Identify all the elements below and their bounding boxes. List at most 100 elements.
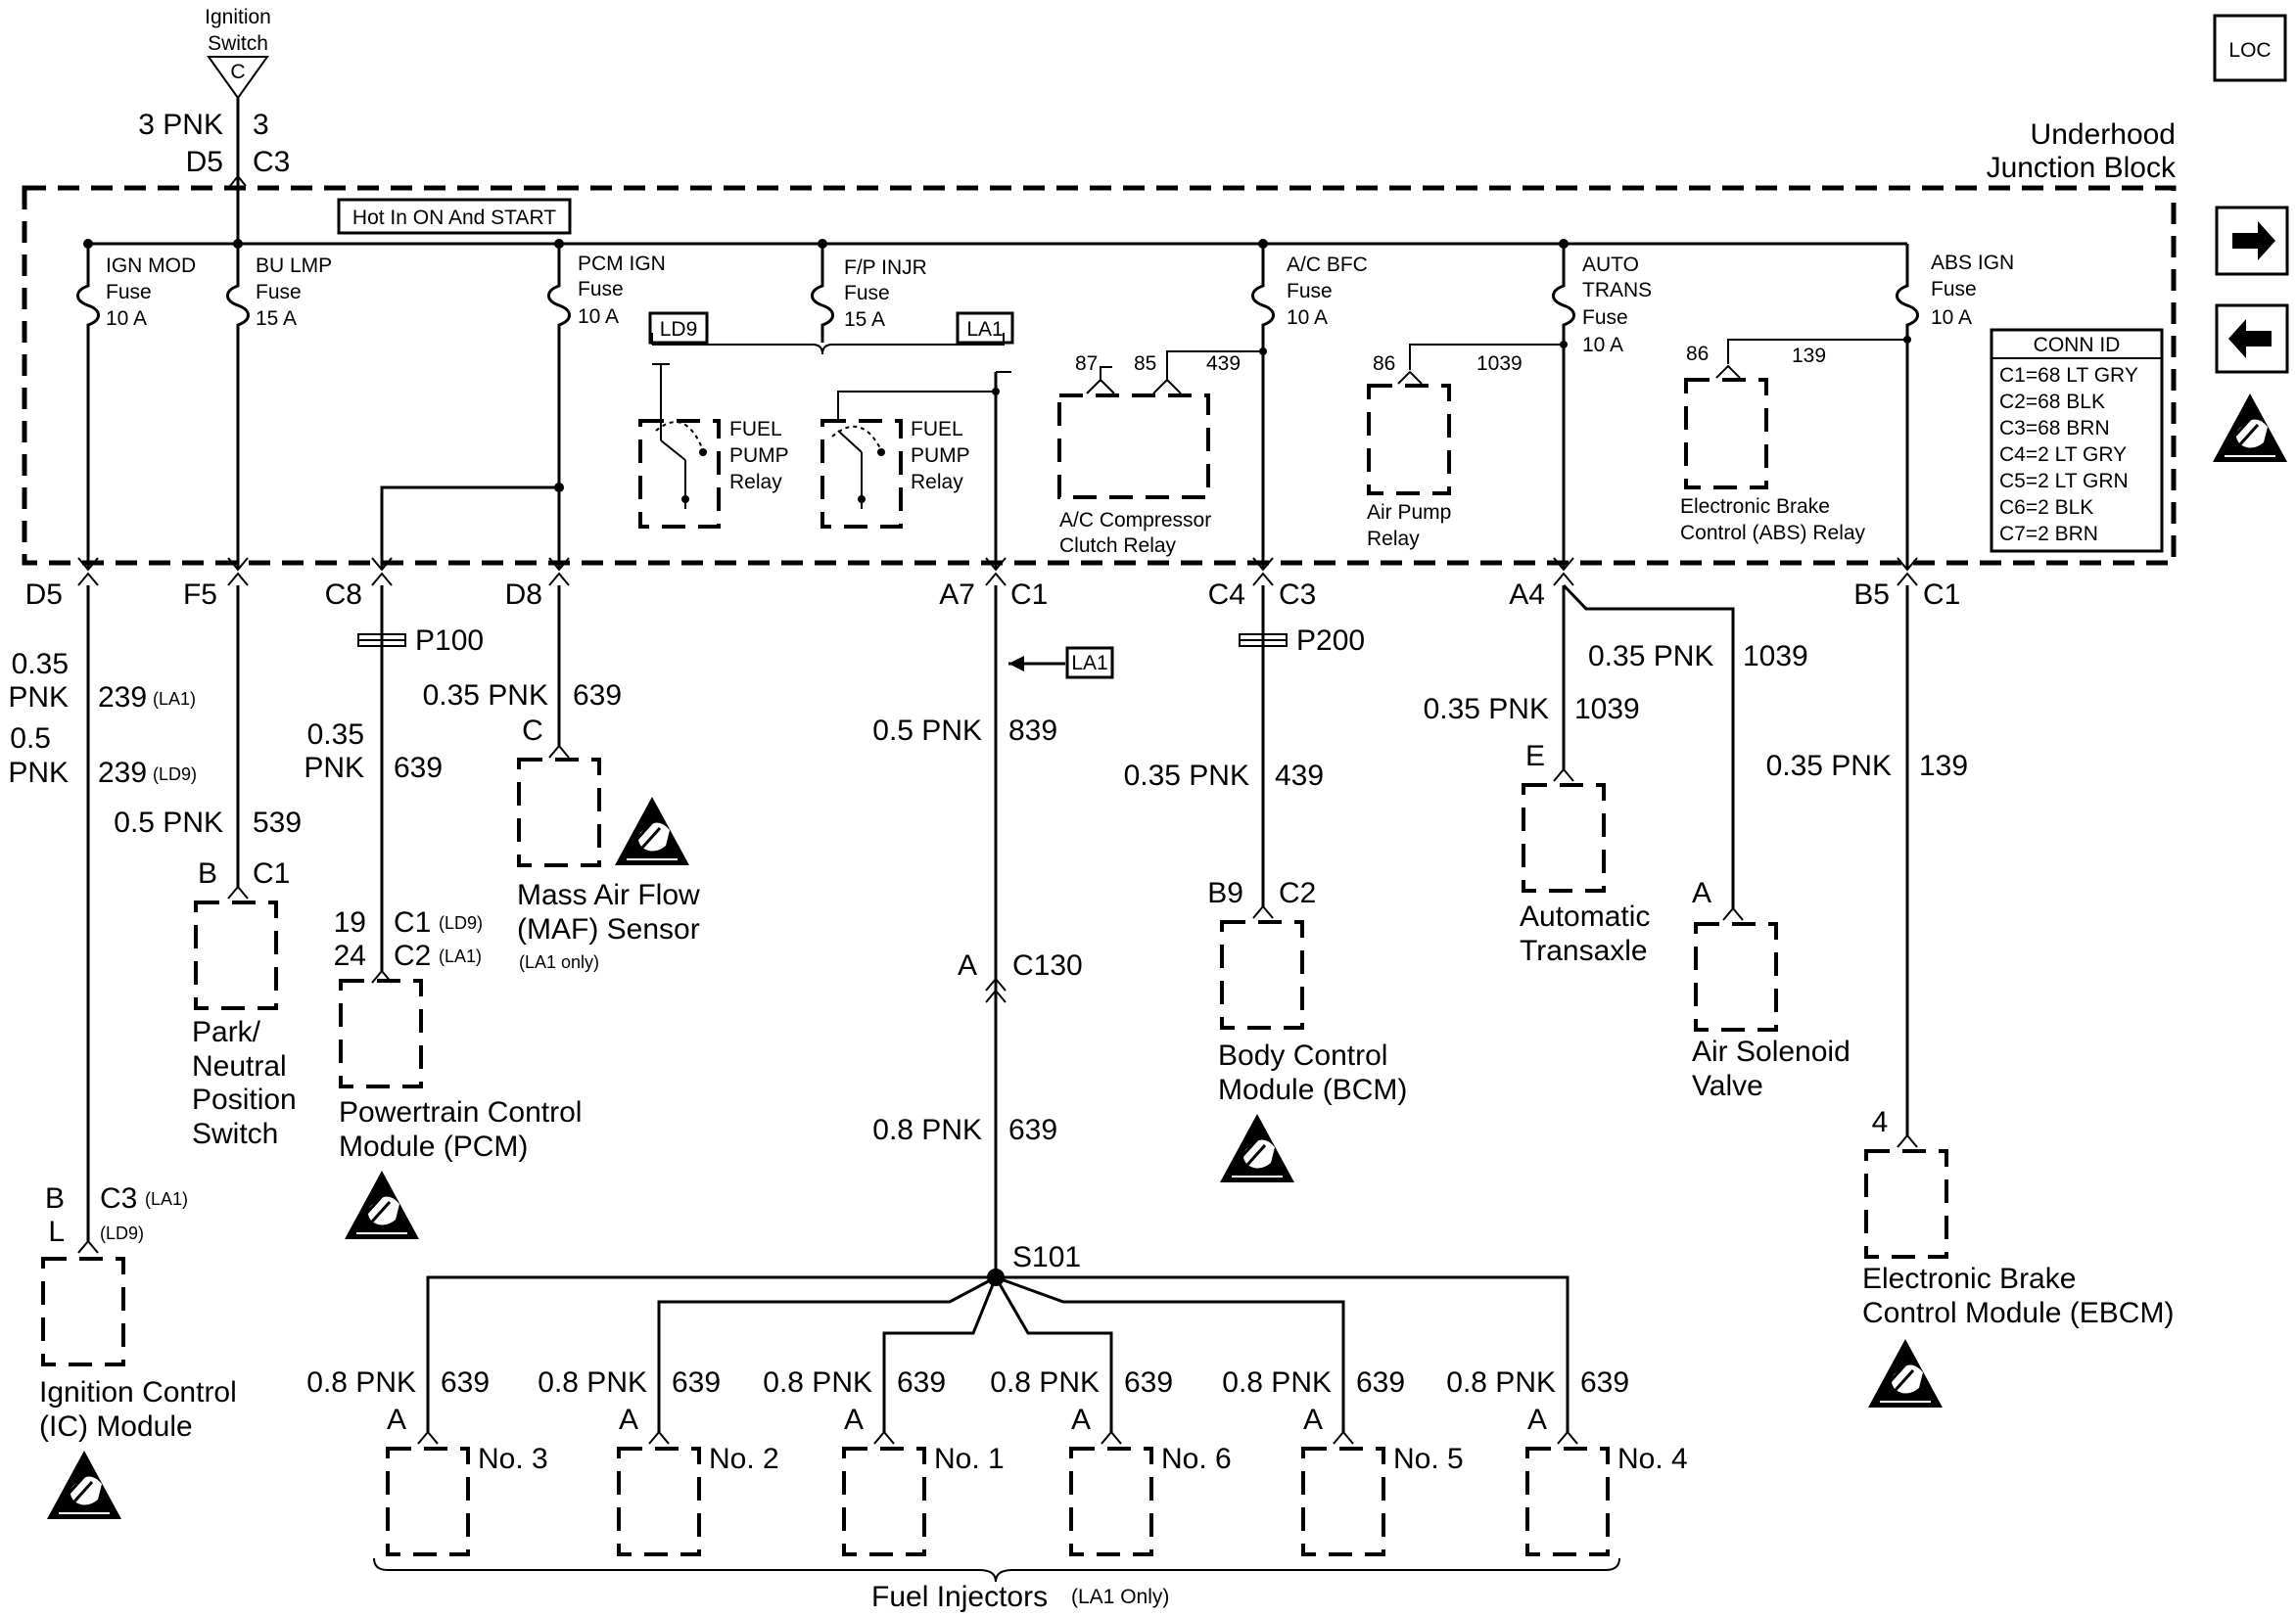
svg-text:F/P INJR: F/P INJR — [844, 256, 927, 279]
svg-text:0.5 PNK: 0.5 PNK — [872, 715, 982, 747]
svg-text:Valve: Valve — [1692, 1070, 1763, 1102]
svg-text:No. 2: No. 2 — [709, 1443, 779, 1475]
ignition-switch-symbol — [207, 56, 269, 100]
svg-text:10 A: 10 A — [1582, 334, 1623, 356]
svg-text:4: 4 — [1872, 1106, 1889, 1138]
svg-text:Relay: Relay — [729, 471, 782, 493]
fuse-abs-ign: ABS IGN Fuse 10 A — [1896, 244, 2014, 570]
svg-text:439: 439 — [1275, 760, 1324, 792]
air-solenoid-valve — [1694, 922, 1778, 1032]
svg-text:(LD9): (LD9) — [439, 913, 483, 933]
svg-text:0.8 PNK: 0.8 PNK — [872, 1114, 982, 1146]
loc-icon[interactable]: LOC — [2213, 14, 2287, 82]
svg-text:PUMP: PUMP — [911, 444, 970, 467]
svg-text:Control Module (EBCM): Control Module (EBCM) — [1862, 1297, 2174, 1329]
svg-text:BU LMP: BU LMP — [256, 254, 332, 277]
svg-text:Automatic: Automatic — [1520, 901, 1650, 933]
injector-no4: 0.8 PNK 639 A No. 4 — [1446, 1366, 1688, 1556]
svg-text:Ignition Control: Ignition Control — [39, 1376, 237, 1409]
svg-text:Module (BCM): Module (BCM) — [1218, 1074, 1407, 1106]
fuse-auto-trans: AUTO TRANS Fuse 10 A — [1552, 239, 1652, 570]
svg-text:639: 639 — [1008, 1114, 1057, 1146]
svg-text:C2: C2 — [1279, 877, 1316, 909]
pin-a4: A4 — [1509, 578, 1545, 611]
svg-text:239: 239 — [98, 681, 147, 714]
svg-text:Fuse: Fuse — [844, 282, 890, 304]
ebcm-module — [1864, 1149, 1948, 1259]
svg-text:(LD9): (LD9) — [100, 1224, 144, 1243]
svg-text:Fuse: Fuse — [1582, 306, 1628, 329]
svg-text:639: 639 — [573, 679, 622, 712]
pin-c4: C4 — [1208, 578, 1245, 611]
conn-id-title: CONN ID — [2034, 334, 2121, 356]
next-page-button[interactable] — [2215, 206, 2289, 276]
svg-text:0.8 PNK: 0.8 PNK — [1446, 1366, 1556, 1399]
injector-no1: 0.8 PNK 639 A No. 1 — [763, 1366, 1005, 1556]
svg-text:Fuse: Fuse — [256, 281, 302, 303]
pin-f5: F5 — [183, 578, 217, 611]
svg-text:0.35 PNK: 0.35 PNK — [1124, 760, 1249, 792]
svg-text:639: 639 — [897, 1366, 946, 1399]
svg-text:Relay: Relay — [1367, 528, 1420, 550]
svg-text:639: 639 — [394, 752, 443, 784]
pin-c3: C3 — [1279, 578, 1316, 611]
svg-text:0.8 PNK: 0.8 PNK — [538, 1366, 647, 1399]
svg-text:P100: P100 — [415, 624, 484, 657]
esd-sensitive-icon — [613, 795, 691, 867]
svg-text:85: 85 — [1134, 352, 1156, 375]
svg-text:Relay: Relay — [911, 471, 963, 493]
ignition-switch-letter: C — [230, 61, 245, 83]
svg-text:15 A: 15 A — [256, 307, 297, 330]
junction-block-title-2: Junction Block — [1987, 152, 2177, 184]
svg-text:Powertrain Control: Powertrain Control — [339, 1096, 582, 1129]
svg-text:10 A: 10 A — [1287, 306, 1328, 329]
svg-text:Mass Air Flow: Mass Air Flow — [517, 879, 700, 911]
svg-text:Electronic Brake: Electronic Brake — [1862, 1263, 2076, 1295]
svg-text:Body Control: Body Control — [1218, 1040, 1387, 1072]
svg-text:No. 4: No. 4 — [1617, 1443, 1688, 1475]
junction-block-title-1: Underhood — [2031, 118, 2176, 151]
pin-b5: B5 — [1853, 578, 1890, 611]
conn-id-row: C5=2 LT GRN — [1999, 470, 2129, 492]
svg-text:A: A — [844, 1404, 864, 1436]
svg-text:(LA1): (LA1) — [153, 689, 196, 709]
svg-text:139: 139 — [1792, 345, 1826, 367]
svg-text:Fuse: Fuse — [578, 278, 624, 300]
ic-module — [41, 1257, 125, 1366]
svg-text:439: 439 — [1206, 352, 1241, 375]
svg-text:(LD9): (LD9) — [153, 764, 197, 784]
svg-text:0.8 PNK: 0.8 PNK — [763, 1366, 872, 1399]
hot-in-label: Hot In ON And START — [337, 198, 572, 235]
ignition-switch-label-1: Ignition — [205, 6, 271, 28]
svg-text:Module (PCM): Module (PCM) — [339, 1131, 528, 1163]
fuel-pump-relay-la1: FUEL PUMP Relay — [820, 371, 1011, 529]
option-bracket: LD9 LA1 — [648, 311, 1014, 355]
esd-sensitive-icon — [343, 1169, 421, 1241]
abs-relay: 86 139 Electronic Brake Control (ABS) Re… — [1680, 336, 1911, 544]
pin-d5: D5 — [25, 578, 63, 611]
svg-text:639: 639 — [441, 1366, 490, 1399]
splice-p200 — [1239, 633, 1288, 647]
svg-text:(IC) Module: (IC) Module — [39, 1410, 193, 1443]
junction-block-boundary — [22, 185, 2177, 566]
esd-sensitive-icon — [1866, 1337, 1945, 1409]
svg-text:0.35: 0.35 — [307, 718, 364, 751]
svg-text:PUMP: PUMP — [729, 444, 789, 467]
feed-conn-left: D5 — [186, 146, 223, 178]
injector-no3: 0.8 PNK 639 A No. 3 — [306, 1366, 548, 1556]
svg-text:(LA1 only): (LA1 only) — [519, 952, 599, 972]
svg-text:C3: C3 — [100, 1182, 137, 1215]
svg-text:19: 19 — [334, 906, 366, 939]
svg-text:C1: C1 — [394, 906, 431, 939]
svg-text:AUTO: AUTO — [1582, 254, 1639, 276]
svg-text:TRANS: TRANS — [1582, 279, 1652, 301]
svg-text:0.35 PNK: 0.35 PNK — [1766, 750, 1892, 782]
arrow-left-icon — [2228, 319, 2272, 358]
previous-page-button[interactable] — [2215, 303, 2289, 374]
svg-text:0.35 PNK: 0.35 PNK — [423, 679, 548, 712]
svg-text:A: A — [387, 1404, 406, 1436]
esd-sensitive-icon — [2211, 392, 2289, 464]
svg-text:A/C Compressor: A/C Compressor — [1059, 509, 1211, 531]
svg-text:Air Pump: Air Pump — [1367, 501, 1451, 524]
